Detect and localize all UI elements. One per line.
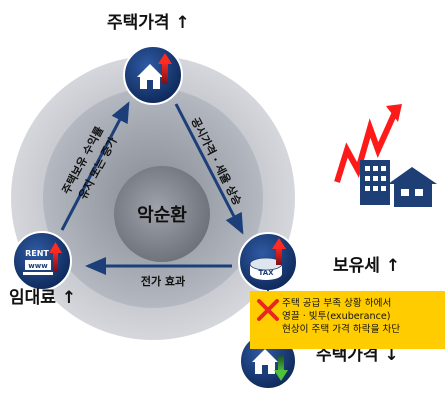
node-bottom-label: 주택가격 ↓ (316, 345, 399, 365)
arrow-top-to-right (174, 103, 244, 235)
node-top (123, 45, 183, 105)
house-down-icon (252, 349, 288, 381)
house-up-icon (137, 53, 172, 89)
node-right: TAX (238, 232, 298, 292)
arrow-left-to-top (60, 101, 130, 231)
note-line-3: 현상이 주택 가격 하락을 차단 (282, 324, 401, 335)
buildings-rising-arrow-icon (334, 104, 437, 207)
center-label: 악순환 (137, 204, 187, 226)
node-right-label: 보유세 ↑ (333, 256, 401, 276)
note-box: 주택 공급 부족 상황 하에서 영끌 · 빚투(exuberance) 현상이 … (250, 291, 445, 349)
www-text: www (28, 262, 48, 270)
inner-circle (114, 166, 210, 262)
node-top-label: 주택가격 ↑ (107, 13, 190, 33)
note-line-2: 영끌 · 빚투(exuberance) (282, 311, 391, 322)
note-line-1: 주택 공급 부족 상황 하에서 (282, 298, 392, 309)
node-left-label: 임대료 ↑ (9, 288, 77, 308)
tax-text: TAX (258, 269, 274, 277)
tax-up-icon: TAX (249, 238, 286, 280)
edge-label-bottom: 전가 효과 (141, 274, 185, 288)
rent-text: RENT (25, 249, 49, 258)
x-icon (257, 299, 279, 321)
rent-up-icon: RENT www (23, 242, 62, 275)
node-left: RENT www (12, 231, 72, 291)
